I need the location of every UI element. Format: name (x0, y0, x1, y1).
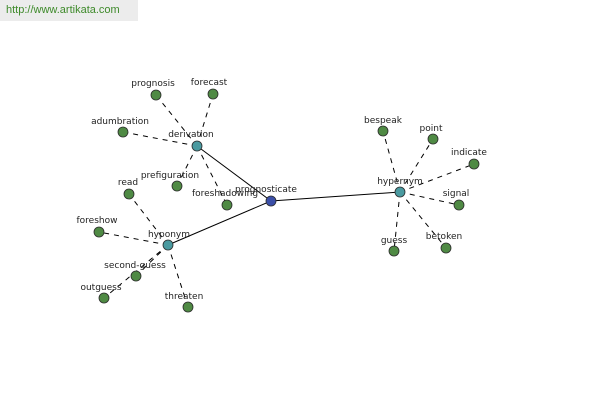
node-label-guess: guess (381, 236, 408, 246)
edge-hyponym-threaten (167, 244, 189, 308)
node-second-guess[interactable]: second-guess (104, 261, 166, 282)
node-label-prefiguration: prefiguration (141, 171, 199, 181)
node-derivation[interactable]: derivation (168, 130, 214, 152)
node-label-derivation: derivation (168, 130, 214, 140)
watermark-url: http://www.artikata.com (0, 0, 138, 21)
node-threaten[interactable]: threaten (165, 292, 204, 313)
node-label-bespeak: bespeak (364, 116, 403, 126)
node-bespeak[interactable]: bespeak (364, 116, 403, 137)
edge-hypernym-betoken (399, 191, 447, 249)
node-dot-forecast[interactable] (207, 88, 219, 100)
node-label-prognosticate: prognosticate (235, 185, 297, 195)
node-dot-betoken[interactable] (440, 242, 452, 254)
node-label-signal: signal (443, 189, 470, 199)
node-point[interactable]: point (420, 124, 443, 145)
node-foreshadowing[interactable]: foreshadowing (192, 189, 258, 211)
node-label-foreshadowing: foreshadowing (192, 189, 258, 199)
edge-hyponym-foreshow (98, 231, 169, 246)
node-label-indicate: indicate (451, 148, 487, 158)
edge-derivation-prefiguration (176, 145, 198, 187)
node-dot-signal[interactable] (453, 199, 465, 211)
node-indicate[interactable]: indicate (451, 148, 487, 170)
edge-hyponym-second-guess (135, 244, 169, 277)
node-dot-foreshow[interactable] (93, 226, 105, 238)
node-dot-prognosticate[interactable] (265, 195, 277, 207)
nodes-layer: prognosticate derivation hyponym hypernym pr… (77, 78, 487, 313)
node-label-threaten: threaten (165, 292, 204, 302)
node-read[interactable]: read (118, 178, 138, 200)
node-dot-threaten[interactable] (182, 301, 194, 313)
node-outguess[interactable]: outguess (80, 283, 122, 304)
node-label-outguess: outguess (80, 283, 121, 293)
node-forecast[interactable]: forecast (191, 78, 228, 100)
node-dot-point[interactable] (427, 133, 439, 145)
node-label-point: point (420, 124, 443, 134)
node-label-betoken: betoken (426, 232, 462, 242)
edge-derivation-foreshadowing (196, 145, 228, 206)
node-prognosis[interactable]: prognosis (131, 79, 175, 101)
node-label-prognosis: prognosis (131, 79, 175, 89)
node-label-read: read (118, 178, 138, 188)
edge-prognosticate-hyponym (167, 200, 272, 246)
node-dot-second-guess[interactable] (130, 270, 142, 282)
node-dot-read[interactable] (123, 188, 135, 200)
edge-hyponym-read (128, 193, 169, 246)
node-dot-hyponym[interactable] (162, 239, 174, 251)
node-dot-prognosis[interactable] (150, 89, 162, 101)
edge-hypernym-indicate (399, 163, 475, 193)
edge-derivation-adumbration (122, 131, 198, 147)
node-dot-outguess[interactable] (98, 292, 110, 304)
node-dot-prefiguration[interactable] (171, 180, 183, 192)
edge-hypernym-point (399, 138, 434, 193)
node-dot-guess[interactable] (388, 245, 400, 257)
node-dot-bespeak[interactable] (377, 125, 389, 137)
node-prefiguration[interactable]: prefiguration (141, 171, 199, 192)
edge-prognosticate-derivation (196, 145, 272, 202)
node-betoken[interactable]: betoken (426, 232, 462, 254)
edge-hypernym-bespeak (382, 130, 401, 193)
node-label-hypernym: hypernym (377, 177, 423, 187)
node-dot-derivation[interactable] (191, 140, 203, 152)
edge-prognosticate-hypernym (270, 191, 401, 202)
node-prognosticate[interactable]: prognosticate (235, 185, 297, 207)
node-signal[interactable]: signal (443, 189, 470, 211)
node-label-foreshow: foreshow (77, 216, 118, 226)
edge-hypernym-signal (399, 191, 460, 206)
node-dot-foreshadowing[interactable] (221, 199, 233, 211)
node-dot-indicate[interactable] (468, 158, 480, 170)
node-hyponym[interactable]: hyponym (148, 230, 190, 251)
node-label-forecast: forecast (191, 78, 228, 88)
node-label-adumbration: adumbration (91, 117, 149, 127)
node-foreshow[interactable]: foreshow (77, 216, 118, 238)
node-guess[interactable]: guess (381, 236, 408, 257)
node-hypernym[interactable]: hypernym (377, 177, 423, 198)
node-label-second-guess: second-guess (104, 261, 166, 271)
node-dot-hypernym[interactable] (394, 186, 406, 198)
node-label-hyponym: hyponym (148, 230, 190, 240)
edges-layer (98, 93, 475, 308)
edge-derivation-prognosis (155, 94, 198, 147)
node-dot-adumbration[interactable] (117, 126, 129, 138)
node-adumbration[interactable]: adumbration (91, 117, 149, 138)
